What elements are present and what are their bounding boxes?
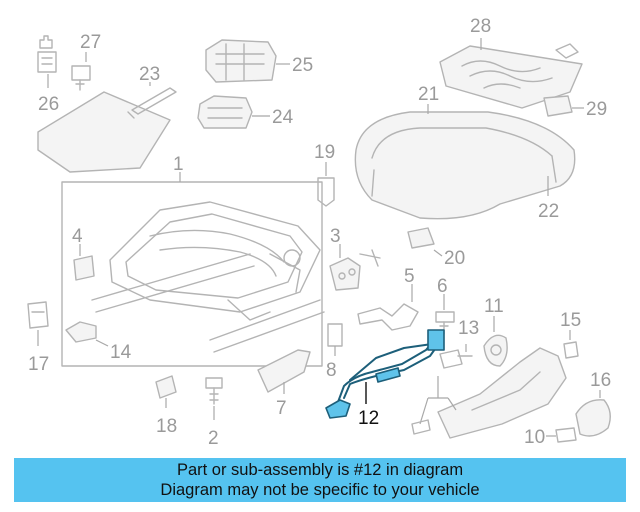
part-20-bracket <box>407 227 435 249</box>
part-24-module <box>197 95 253 129</box>
callout-6: 6 <box>437 276 448 297</box>
seat-track-frame <box>91 201 325 353</box>
part-3-motor <box>329 249 381 291</box>
part-seat-pad <box>37 91 171 173</box>
part-23-sensor <box>127 87 177 119</box>
part-1-frame-box <box>61 181 323 367</box>
callout-20: 20 <box>444 248 465 269</box>
callout-17: 17 <box>28 354 49 375</box>
callout-8: 8 <box>326 360 337 381</box>
callout-27: 27 <box>80 32 101 53</box>
part-28-heater-pad <box>439 43 583 109</box>
banner-line-2: Diagram may not be specific to your vehi… <box>160 481 480 499</box>
part-2-bolt <box>205 377 223 405</box>
part-13-bolt <box>439 349 473 369</box>
callout-18: 18 <box>156 416 177 437</box>
callout-7: 7 <box>276 398 287 419</box>
part-7-trim <box>257 349 311 393</box>
part-9-small <box>411 419 431 435</box>
callout-15: 15 <box>560 310 581 331</box>
part-4-bracket <box>73 255 95 281</box>
part-21-cushion <box>354 111 576 220</box>
part-16-cap <box>575 399 611 437</box>
callout-3: 3 <box>330 226 341 247</box>
callout-19: 19 <box>314 142 335 163</box>
callout-16: 16 <box>590 370 611 391</box>
part-29-connector <box>543 95 573 117</box>
callout-21: 21 <box>418 84 439 105</box>
part-26-bracket <box>37 35 57 73</box>
callout-12: 12 <box>358 408 379 429</box>
part-15-clip <box>563 341 579 359</box>
callout-1: 1 <box>173 154 184 175</box>
part-12-highlighted-cable <box>325 329 445 419</box>
callout-22: 22 <box>538 201 559 222</box>
leader-9 <box>419 376 457 425</box>
part-10-screw <box>555 427 577 443</box>
callout-13: 13 <box>458 318 479 339</box>
part-8-clip <box>327 323 343 347</box>
callout-25: 25 <box>292 55 313 76</box>
callout-28: 28 <box>470 16 491 37</box>
part-5-bracket <box>357 303 419 331</box>
callout-10: 10 <box>524 427 545 448</box>
banner-line-1: Part or sub-assembly is #12 in diagram <box>176 461 464 479</box>
callout-26: 26 <box>38 94 59 115</box>
leader-20 <box>433 249 443 257</box>
info-banner: Part or sub-assembly is #12 in diagram D… <box>14 458 626 502</box>
part-27-bolt <box>71 65 91 91</box>
callout-14: 14 <box>110 342 132 363</box>
callout-5: 5 <box>404 266 415 287</box>
callout-4: 4 <box>72 226 83 247</box>
part-14-cover <box>65 321 97 343</box>
callout-23: 23 <box>139 64 160 85</box>
part-side-shield <box>437 347 567 439</box>
part-25-module <box>205 39 277 83</box>
seat-parts-diagram: 26 27 23 25 24 28 29 <box>27 16 611 449</box>
callout-24: 24 <box>272 107 294 128</box>
part-19-clip <box>317 177 335 207</box>
part-11-cover <box>483 334 508 367</box>
callout-2: 2 <box>208 428 219 449</box>
callout-29: 29 <box>586 99 607 120</box>
part-18-bracket <box>155 375 177 399</box>
part-17-clip <box>27 301 49 329</box>
callout-11: 11 <box>484 296 504 317</box>
leader-14 <box>95 339 109 347</box>
